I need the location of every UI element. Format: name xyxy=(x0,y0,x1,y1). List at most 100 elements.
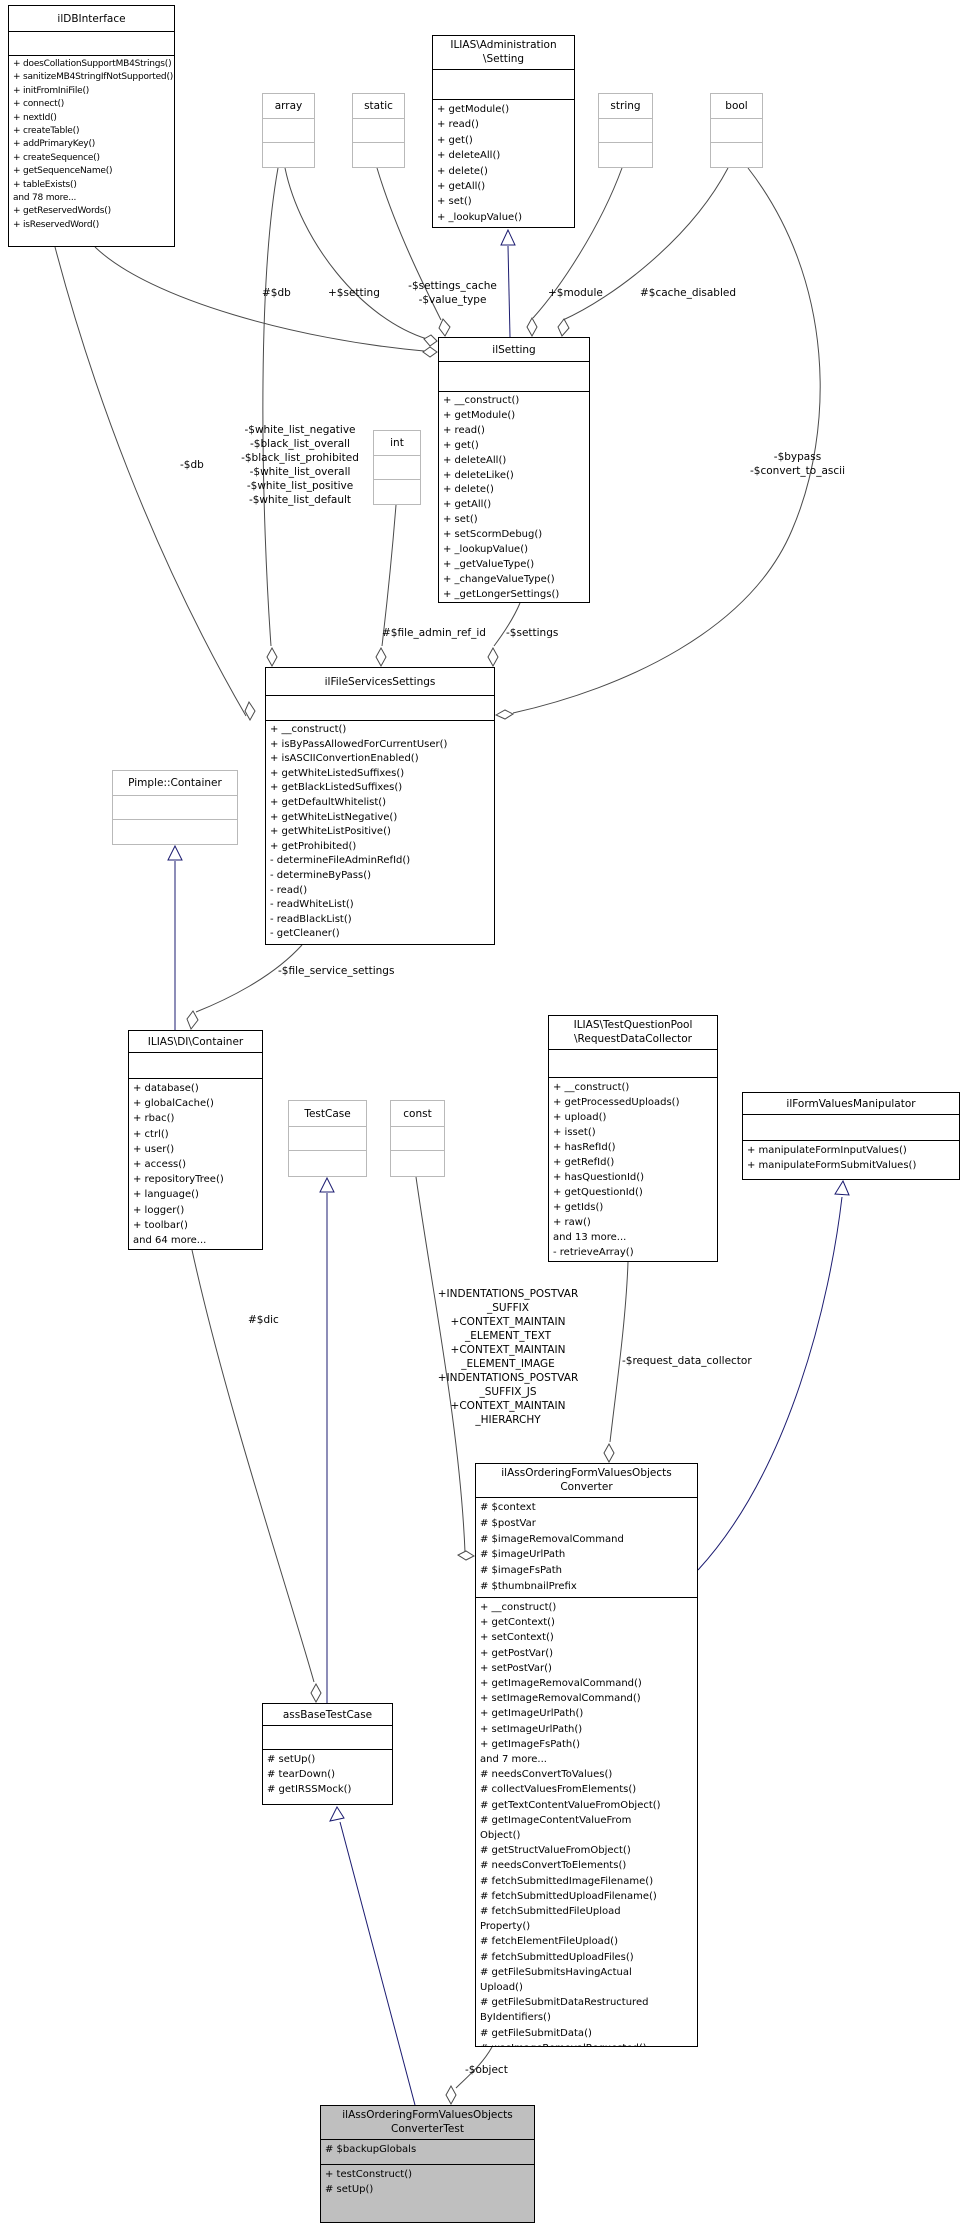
text-line: + isset() xyxy=(553,1127,596,1138)
text-line: _ELEMENT_IMAGE xyxy=(461,1358,555,1370)
type-attributes-empty xyxy=(353,119,404,143)
text-line: + language() xyxy=(133,1189,199,1201)
text-line: + testConstruct() xyxy=(325,2169,413,2180)
text-line: -$bypass xyxy=(773,451,822,463)
text-line: + repositoryTree() xyxy=(133,1174,224,1186)
text-line: -$value_type xyxy=(418,294,487,306)
arrowhead-adminsetting xyxy=(500,228,516,246)
text-line: + getProcessedUploads() xyxy=(553,1097,680,1108)
diamond-const xyxy=(456,1550,476,1561)
text-line: + _lookupValue() xyxy=(443,544,529,556)
edge-label-object: -$object xyxy=(465,2064,508,2076)
class-node-di-container[interactable]: ILIAS\DI\Container + database()+ globalC… xyxy=(128,1030,263,1250)
type-title: bool xyxy=(711,94,762,119)
text-line: # fetchSubmittedImageFilename() xyxy=(480,1875,654,1887)
class-node-admin-setting[interactable]: ILIAS\Administration\Setting + getModule… xyxy=(432,35,575,228)
type-title: const xyxy=(391,1101,444,1127)
text-line: - retrieveArray() xyxy=(553,1247,634,1258)
class-methods: + database()+ globalCache()+ rbac()+ ctr… xyxy=(129,1079,262,1249)
class-node-ilformvaluesmanipulator[interactable]: ilFormValuesManipulator + manipulateForm… xyxy=(742,1092,960,1180)
class-node-assbasetestcase[interactable]: assBaseTestCase # setUp()# tearDown()# g… xyxy=(262,1703,393,1805)
class-title: ilSetting xyxy=(439,338,589,362)
arrowhead-testcase xyxy=(319,1176,335,1193)
edge-filesettings-dicontainer xyxy=(195,944,303,1013)
text-line: + toolbar() xyxy=(133,1219,188,1231)
text-line: string xyxy=(610,100,641,112)
class-methods-empty xyxy=(113,820,237,844)
class-title: assBaseTestCase xyxy=(263,1704,392,1726)
edge-rdc-converter xyxy=(609,1261,629,1443)
text-line: _SUFFIX xyxy=(487,1302,529,1314)
text-line: ilSetting xyxy=(492,344,536,356)
text-line: + getBlackListedSuffixes() xyxy=(270,782,403,794)
text-line: + delete() xyxy=(437,165,488,177)
text-line: + getDefaultWhitelist() xyxy=(270,796,387,808)
class-node-pimple-container: Pimple::Container xyxy=(112,770,238,845)
text-line: # setUp() xyxy=(325,2184,374,2195)
text-line: + set() xyxy=(443,514,478,526)
text-line: ilDBInterface xyxy=(57,13,126,25)
class-node-ilsetting[interactable]: ilSetting + __construct()+ getModule()+ … xyxy=(438,337,590,603)
text-line: + database() xyxy=(133,1083,199,1094)
class-node-ilfileservicessettings[interactable]: ilFileServicesSettings + __construct()+ … xyxy=(265,667,495,945)
type-methods-empty xyxy=(374,480,420,504)
class-title: TestCase xyxy=(289,1101,366,1127)
text-line: + __construct() xyxy=(553,1082,630,1093)
text-line: + sanitizeMB4StringIfNotSupported() xyxy=(13,72,174,83)
text-line: + read() xyxy=(437,119,479,131)
text-line: - determineByPass() xyxy=(270,869,372,881)
text-line: + set() xyxy=(437,196,472,208)
type-title: int xyxy=(374,431,420,456)
text-line: + getImageRemovalCommand() xyxy=(480,1678,642,1690)
diamond-whitelist xyxy=(266,646,278,668)
text-line: + _getLongerSettings() xyxy=(443,588,560,600)
text-line: -$black_list_overall xyxy=(250,438,350,450)
text-line: + getReservedWords() xyxy=(13,206,111,217)
edge-convertertest-basetest-inherit xyxy=(339,1821,416,2106)
text-line: and 7 more... xyxy=(480,1754,547,1766)
text-line: # setUp() xyxy=(267,1754,316,1765)
edge-label-cache-disabled: #$cache_disabled xyxy=(640,287,737,299)
type-methods-empty xyxy=(599,143,652,167)
edge-label-whitelist: -$white_list_negative-$black_list_overal… xyxy=(225,423,375,507)
edge-label-request-data-collector: -$request_data_collector xyxy=(622,1355,752,1367)
text-line: + setScormDebug() xyxy=(443,529,543,541)
edge-label-bypass: -$bypass-$convert_to_ascii xyxy=(735,450,860,478)
text-line: + rbac() xyxy=(133,1113,175,1125)
text-line: +CONTEXT_MAINTAIN xyxy=(450,1316,566,1328)
text-line: - determineFileAdminRefId() xyxy=(270,855,411,867)
type-methods-empty xyxy=(353,143,404,167)
text-line: Property() xyxy=(480,1921,531,1933)
edge-label-setting: +$setting xyxy=(328,287,380,299)
text-line: + getAll() xyxy=(443,499,492,511)
text-line: # $imageUrlPath xyxy=(480,1549,566,1561)
text-line: -$black_list_prohibited xyxy=(241,452,359,464)
type-node-string: string xyxy=(598,93,653,168)
arrowhead-basetest xyxy=(329,1805,345,1822)
text-line: _HIERARCHY xyxy=(475,1414,541,1426)
class-attributes-empty xyxy=(743,1115,959,1141)
text-line: # $imageFsPath xyxy=(480,1565,562,1577)
text-line: # getIRSSMock() xyxy=(267,1784,352,1795)
diamond-settings-cache xyxy=(438,318,451,337)
class-methods: + __construct()+ getContext()+ setContex… xyxy=(476,1598,697,2046)
text-line: + isByPassAllowedForCurrentUser() xyxy=(270,738,448,750)
class-node-ildbinterface[interactable]: ilDBInterface + doesCollationSupportMB4S… xyxy=(8,5,175,247)
diamond-dic xyxy=(310,1682,322,1704)
edge-label-module: +$module xyxy=(548,287,603,299)
class-title: ILIAS\Administration\Setting xyxy=(433,36,574,70)
text-line: \RequestDataCollector xyxy=(574,1033,692,1045)
text-line: + addPrimaryKey() xyxy=(13,139,96,150)
text-line: + _getValueType() xyxy=(443,558,535,570)
class-methods: + testConstruct() # setUp() xyxy=(321,2165,534,2222)
text-line: + getSequenceName() xyxy=(13,166,113,177)
edge-label-db-file: -$db xyxy=(180,459,204,471)
text-line: + raw() xyxy=(553,1217,591,1228)
text-line: Converter xyxy=(560,1481,613,1493)
text-line: + getModule() xyxy=(443,409,516,421)
text-line: bool xyxy=(725,100,748,112)
class-node-requestdatacollector[interactable]: ILIAS\TestQuestionPool\RequestDataCollec… xyxy=(548,1015,718,1262)
